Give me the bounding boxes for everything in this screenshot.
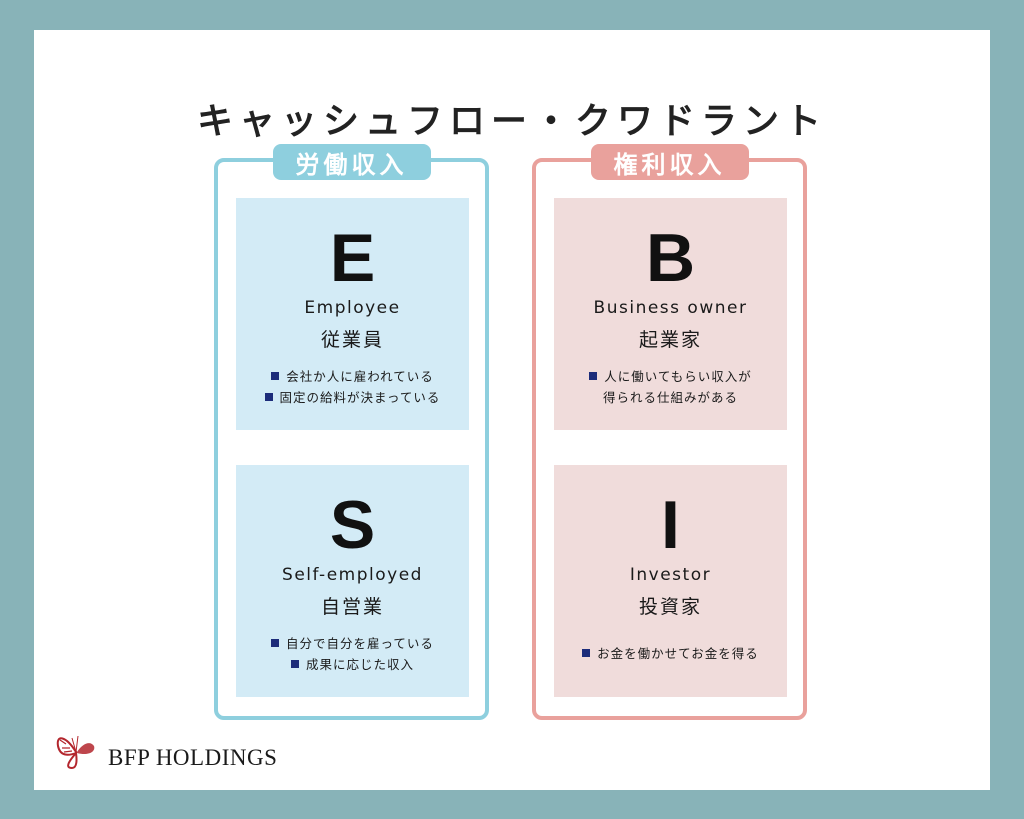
quadrant-english-name: Investor [629,565,712,585]
quadrant-e: E Employee 従業員 会社か人に雇われている 固定の給料が決まっている [236,198,469,430]
quadrant-letter: I [661,487,680,563]
quadrant-s: S Self-employed 自営業 自分で自分を雇っている 成果に応じた収入 [236,465,469,697]
quadrant-bullets: 会社か人に雇われている 固定の給料が決まっている [236,366,469,408]
quadrant-bullets: お金を働かせてお金を得る [554,643,787,664]
bullet-square-icon [290,660,299,668]
quadrant-letter: B [645,220,696,296]
quadrant-letter: S [329,487,376,563]
quadrant-letter: E [329,220,376,296]
bullet-square-icon [271,372,280,380]
page-title: キャッシュフロー・クワドラント [196,101,827,142]
rights-income-tag: 権利収入 [590,144,749,180]
quadrant-japanese-name: 起業家 [638,329,702,351]
rights-income-group: 権利収入 B Business owner 起業家 人に働いてもらい収入が 得ら… [532,144,807,720]
quadrant-english-name: Self-employed [282,565,423,585]
quadrant-bullets: 人に働いてもらい収入が 得られる仕組みがある [554,366,787,408]
labor-income-group: 労働収入 E Employee 従業員 会社か人に雇われている 固定の給料が決ま… [214,144,489,720]
quadrant-i: I Investor 投資家 お金を働かせてお金を得る [554,465,787,697]
bullet-item-continued: 得られる仕組みがある [602,390,738,405]
bullet-item: お金を働かせてお金を得る [554,643,787,664]
bullet-square-icon [582,649,591,657]
quadrant-b: B Business owner 起業家 人に働いてもらい収入が 得られる仕組み… [554,198,787,430]
bullet-square-icon [264,393,273,401]
bullet-item: 自分で自分を雇っている [236,633,469,654]
company-name: BFP HOLDINGS [108,745,278,770]
bullet-item: 成果に応じた収入 [236,654,469,675]
quadrant-japanese-name: 自営業 [320,596,384,618]
butterfly-icon [56,735,95,770]
bullet-square-icon [589,372,598,380]
bullet-item: 固定の給料が決まっている [236,387,469,408]
company-logo: BFP HOLDINGS [52,726,352,776]
labor-income-tag: 労働収入 [272,144,431,180]
quadrant-english-name: Employee [304,298,401,318]
infographic-card: キャッシュフロー・クワドラント 労働収入 E Employee 従業員 会社か人… [34,30,990,790]
quadrant-japanese-name: 従業員 [320,329,384,351]
quadrant-english-name: Business owner [593,298,748,318]
bullet-item: 会社か人に雇われている [236,366,469,387]
bullet-square-icon [271,639,280,647]
quadrant-bullets: 自分で自分を雇っている 成果に応じた収入 [236,633,469,675]
quadrant-japanese-name: 投資家 [638,596,702,618]
bullet-item: 人に働いてもらい収入が [554,366,787,387]
